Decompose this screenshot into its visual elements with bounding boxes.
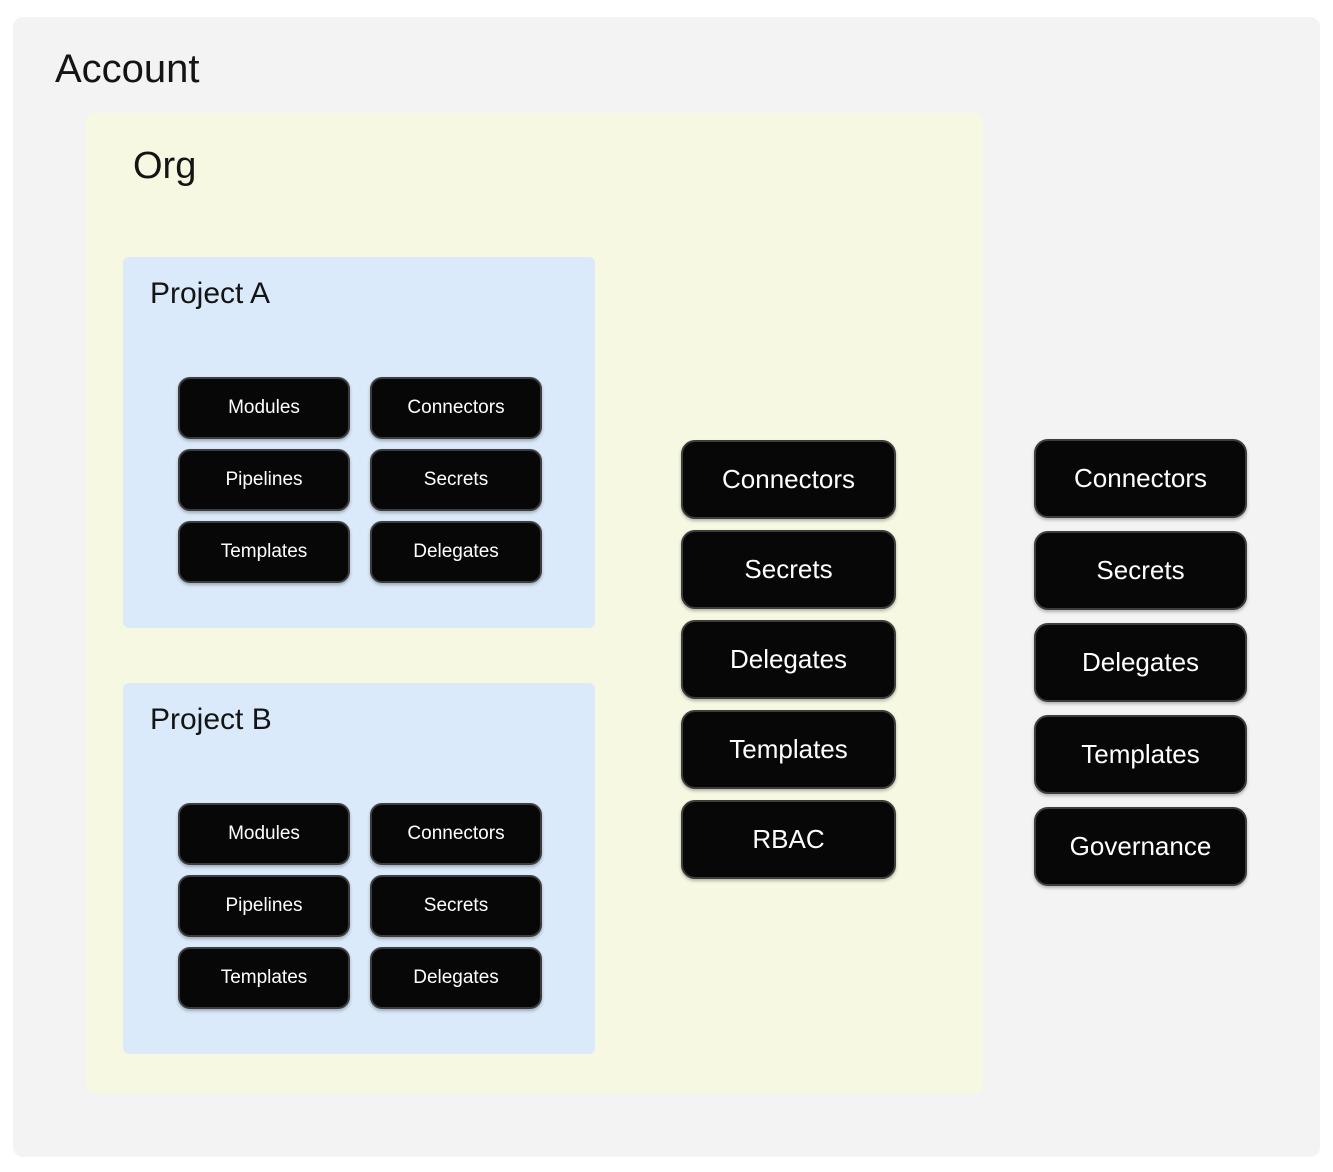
project-a-pill-secrets: Secrets <box>370 449 542 511</box>
project-b-pill-secrets: Secrets <box>370 875 542 937</box>
project-a-pill-grid: Modules Connectors Pipelines Secrets Tem… <box>178 377 542 583</box>
project-b-pill-pipelines: Pipelines <box>178 875 350 937</box>
org-pill-secrets: Secrets <box>681 530 896 609</box>
org-pill-connectors: Connectors <box>681 440 896 519</box>
project-b-title: Project B <box>150 703 272 736</box>
project-a-pill-connectors: Connectors <box>370 377 542 439</box>
account-pill-connectors: Connectors <box>1034 439 1247 518</box>
org-pill-column: Connectors Secrets Delegates Templates R… <box>681 440 896 879</box>
project-b-pill-modules: Modules <box>178 803 350 865</box>
project-a-title: Project A <box>150 277 271 310</box>
project-a-pill-pipelines: Pipelines <box>178 449 350 511</box>
project-b-pill-templates: Templates <box>178 947 350 1009</box>
org-scope-box: Org Project A Modules Connectors Pipelin… <box>86 113 983 1093</box>
org-scope-title: Org <box>133 145 197 187</box>
account-pill-delegates: Delegates <box>1034 623 1247 702</box>
account-pill-governance: Governance <box>1034 807 1247 886</box>
project-b-pill-connectors: Connectors <box>370 803 542 865</box>
org-pill-templates: Templates <box>681 710 896 789</box>
project-b-box: Project B Modules Connectors Pipelines S… <box>123 683 595 1054</box>
account-pill-templates: Templates <box>1034 715 1247 794</box>
project-a-pill-delegates: Delegates <box>370 521 542 583</box>
project-b-pill-delegates: Delegates <box>370 947 542 1009</box>
project-a-pill-templates: Templates <box>178 521 350 583</box>
project-b-pill-grid: Modules Connectors Pipelines Secrets Tem… <box>178 803 542 1009</box>
project-a-box: Project A Modules Connectors Pipelines S… <box>123 257 595 628</box>
account-pill-column: Connectors Secrets Delegates Templates G… <box>1034 439 1247 886</box>
org-pill-rbac: RBAC <box>681 800 896 879</box>
account-scope-title: Account <box>55 47 200 91</box>
account-pill-secrets: Secrets <box>1034 531 1247 610</box>
org-pill-delegates: Delegates <box>681 620 896 699</box>
account-scope-box: Account Org Project A Modules Connectors… <box>13 17 1320 1157</box>
project-a-pill-modules: Modules <box>178 377 350 439</box>
